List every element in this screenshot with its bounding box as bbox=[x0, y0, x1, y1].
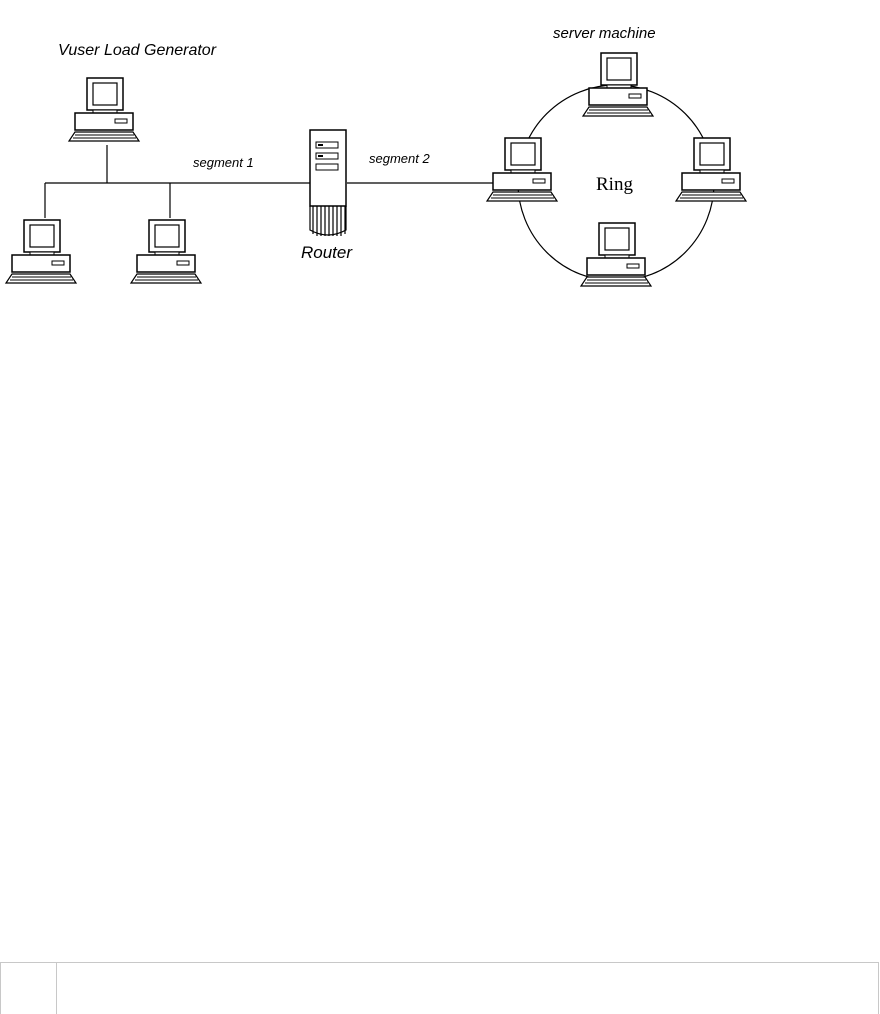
bottom-table bbox=[0, 962, 879, 1014]
server-computer-top-icon bbox=[582, 52, 654, 117]
client-computer-mid-icon bbox=[130, 219, 202, 284]
load-generator-label: Vuser Load Generator bbox=[58, 42, 217, 59]
network-diagram: Vuser Load Generator segment 1 segment 2… bbox=[5, 25, 747, 287]
table-cell-icon bbox=[1, 963, 57, 1014]
server-machine-label: server machine bbox=[553, 25, 656, 42]
ring-computer-bottom-icon bbox=[580, 222, 652, 287]
load-generator-computer-icon bbox=[68, 77, 140, 142]
ring-computer-right-icon bbox=[675, 137, 747, 202]
segment-2-label: segment 2 bbox=[369, 151, 430, 166]
ring-label: Ring bbox=[596, 174, 633, 195]
ring-computer-left-icon bbox=[486, 137, 558, 202]
router-label: Router bbox=[301, 243, 353, 262]
segment-1-label: segment 1 bbox=[193, 155, 254, 170]
table-cell-content bbox=[57, 963, 878, 1014]
router-icon bbox=[309, 129, 347, 236]
client-computer-left-icon bbox=[5, 219, 77, 284]
